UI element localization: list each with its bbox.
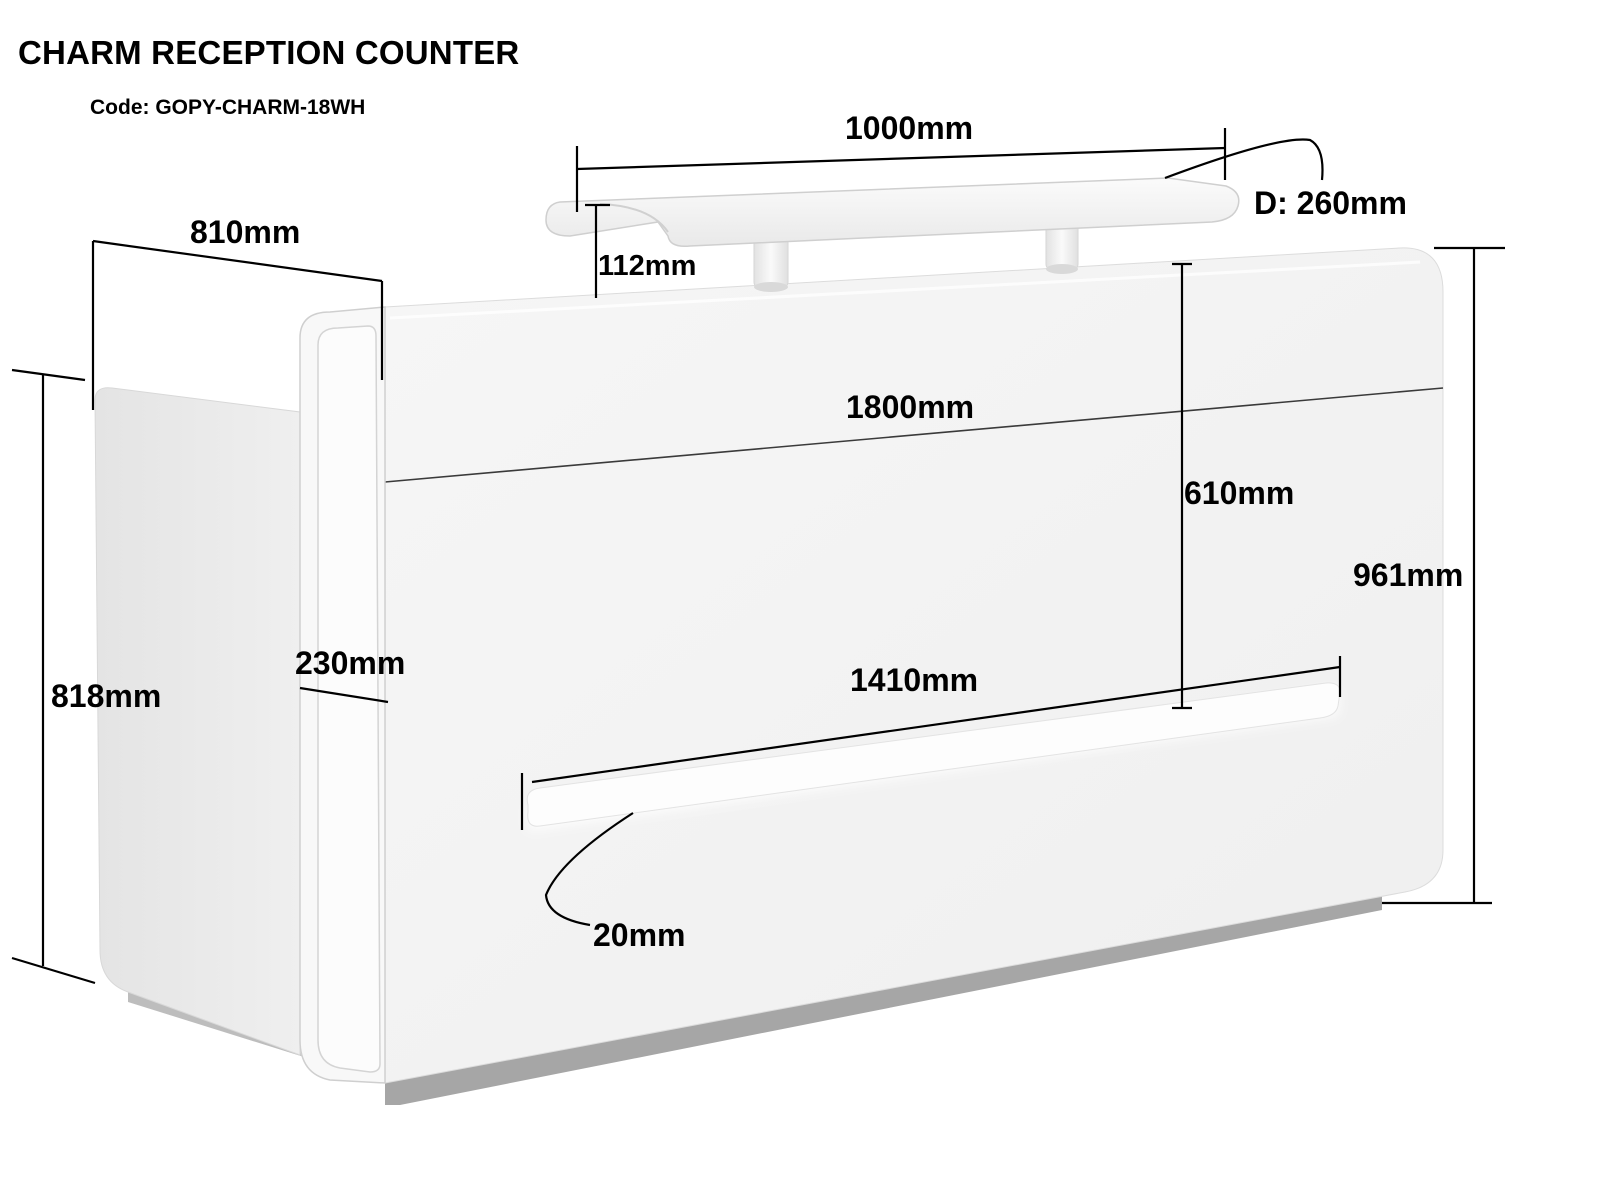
shelf-post-left-base: [754, 282, 788, 292]
panel-seam: [384, 387, 1444, 483]
label-strip-length: 1410mm: [850, 662, 978, 698]
dim-strip-height-leader: [544, 812, 634, 927]
dimension-lines: [11, 128, 1505, 985]
side-panel: [94, 387, 301, 1056]
shelf-surface: [545, 177, 1240, 248]
label-upper-height: 610mm: [1184, 475, 1294, 511]
shelf-post-right-base: [1046, 264, 1078, 274]
dim-strip-length-line: [531, 665, 1341, 784]
dim-side-height-tick-bottom: [11, 956, 96, 985]
end-frame-inner: [317, 325, 381, 1073]
label-shelf-height: 112mm: [598, 250, 696, 282]
label-shelf-depth: D: 260mm: [1254, 185, 1407, 221]
page-title: CHARM RECEPTION COUNTER: [18, 34, 520, 71]
label-total-height: 961mm: [1353, 557, 1463, 593]
shelf-post-left: [753, 235, 789, 289]
front-panel: [384, 247, 1444, 1084]
label-shelf-length: 1000mm: [845, 110, 973, 146]
label-side-height: 818mm: [51, 678, 161, 714]
label-side-depth: 810mm: [190, 214, 300, 250]
dim-side-height-tick-top: [11, 368, 86, 382]
dim-side-depth-line: [92, 239, 383, 283]
label-side-panel-width: 230mm: [295, 645, 405, 681]
counter-body: [94, 247, 1444, 1105]
product-code: Code: GOPY-CHARM-18WH: [90, 96, 366, 119]
top-highlight: [389, 260, 1421, 320]
top-shelf: [545, 177, 1240, 292]
dim-shelf-depth-leader: [1164, 138, 1324, 181]
light-strip: [526, 682, 1341, 827]
dim-side-width-leader: [299, 686, 389, 704]
label-strip-height: 20mm: [593, 917, 686, 953]
base-shadow-front: [385, 895, 1382, 1105]
label-front-width: 1800mm: [846, 389, 974, 425]
dim-shelf-length-line: [576, 146, 1226, 171]
dimension-labels: 1000mm D: 260mm 112mm 810mm 1800mm 610mm…: [51, 110, 1463, 953]
